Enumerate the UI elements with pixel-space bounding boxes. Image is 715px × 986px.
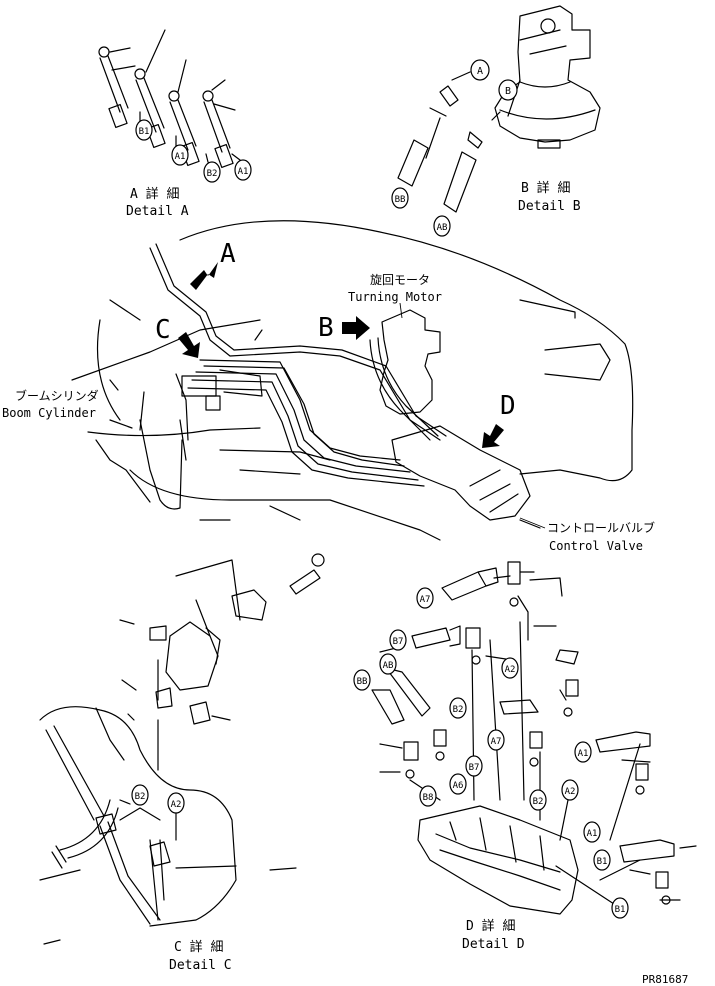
svg-text:A1: A1	[238, 167, 249, 177]
tag-d-bb: BB	[353, 669, 371, 691]
svg-text:B2: B2	[533, 797, 544, 807]
svg-text:B7: B7	[393, 637, 404, 647]
control-valve-label-en: Control Valve	[549, 539, 643, 553]
tag-a-b2: B2	[203, 161, 221, 183]
view-arrow-d	[482, 424, 504, 448]
tag-b-bb: BB	[391, 187, 409, 209]
control-valve-label-jp: コントロールバルブ	[547, 520, 655, 535]
svg-text:A2: A2	[171, 800, 182, 810]
svg-text:A7: A7	[420, 595, 431, 605]
tag-d-a1-mid: A1	[574, 741, 592, 763]
tag-d-b2-low: B2	[529, 789, 547, 811]
svg-text:B2: B2	[453, 705, 464, 715]
svg-text:BB: BB	[395, 195, 406, 205]
detail-c-title-jp: C 詳 細	[174, 939, 223, 955]
tag-d-b2-mid: B2	[449, 697, 467, 719]
tag-a-a1-left: A1	[171, 144, 189, 166]
detail-c-drawing: B2 A2	[39, 553, 325, 945]
tag-d-a6: A6	[449, 773, 467, 795]
svg-text:A1: A1	[587, 829, 598, 839]
turning-motor-label-en: Turning Motor	[348, 290, 442, 304]
svg-text:AB: AB	[437, 223, 448, 233]
detail-c-title-en: Detail C	[169, 958, 232, 973]
tag-a-b1: B1	[135, 119, 153, 141]
turning-motor-label-jp: 旋回モータ	[370, 273, 430, 287]
view-label-d: D	[500, 391, 516, 421]
tag-d-b7-top: B7	[389, 629, 407, 651]
tag-a-a1-right: A1	[234, 159, 252, 181]
tag-d-ab: AB	[379, 653, 397, 675]
svg-text:A1: A1	[175, 152, 186, 162]
tag-b-b: B	[498, 79, 518, 101]
drawing-number: PR81687	[642, 973, 688, 986]
detail-d-drawing: A7 B7 AB BB A2 B2 A7 B7 A6 B8 B2 A2 A1 A…	[353, 561, 697, 919]
svg-text:A6: A6	[453, 781, 464, 791]
boom-cylinder-label-en: Boom Cylinder	[2, 406, 96, 420]
svg-text:AB: AB	[383, 661, 394, 671]
detail-b-drawing: A B BB AB	[391, 5, 601, 237]
detail-b-title-en: Detail B	[518, 199, 581, 214]
tag-d-a1-low: A1	[583, 821, 601, 843]
tag-d-a7-mid: A7	[487, 729, 505, 751]
tag-d-b1-low: B1	[593, 849, 611, 871]
svg-text:B1: B1	[615, 905, 626, 915]
tag-c-a2: A2	[167, 792, 185, 814]
detail-a-drawing: B1 A1 B2 A1	[98, 29, 252, 183]
svg-text:B: B	[505, 86, 511, 97]
svg-text:B7: B7	[469, 763, 480, 773]
svg-text:A2: A2	[505, 665, 516, 675]
tag-d-b1-bottom: B1	[611, 897, 629, 919]
svg-text:B1: B1	[139, 127, 150, 137]
view-label-c: C	[155, 315, 171, 345]
tag-d-b8: B8	[419, 785, 437, 807]
svg-text:B1: B1	[597, 857, 608, 867]
detail-d-title-jp: D 詳 細	[466, 918, 515, 934]
view-label-a: A	[220, 239, 236, 269]
view-label-b: B	[318, 313, 334, 343]
svg-text:B2: B2	[207, 169, 218, 179]
tag-b-a: A	[470, 59, 490, 81]
tag-d-a2-low: A2	[561, 779, 579, 801]
view-arrow-c	[178, 332, 200, 358]
view-arrow-b	[342, 316, 370, 340]
boom-cylinder-label-jp: ブームシリンダ	[15, 388, 99, 403]
svg-text:A2: A2	[565, 787, 576, 797]
detail-d-title-en: Detail D	[462, 937, 525, 952]
svg-text:A7: A7	[491, 737, 502, 747]
detail-a-title-en: Detail A	[126, 204, 189, 219]
svg-text:B2: B2	[135, 792, 146, 802]
detail-a-title-jp: A 詳 細	[130, 186, 179, 202]
tag-c-b2: B2	[131, 784, 149, 806]
svg-text:BB: BB	[357, 677, 368, 687]
view-arrow-a	[190, 262, 218, 290]
tag-d-a2-top: A2	[501, 657, 519, 679]
machine-overview-drawing: A B C D	[71, 220, 634, 541]
detail-b-title-jp: B 詳 細	[521, 180, 570, 196]
tag-b-ab: AB	[433, 215, 451, 237]
svg-text:B8: B8	[423, 793, 434, 803]
svg-text:A1: A1	[578, 749, 589, 759]
tag-d-b7-mid: B7	[465, 755, 483, 777]
svg-text:A: A	[477, 66, 483, 77]
tag-d-a7-top: A7	[416, 587, 434, 609]
